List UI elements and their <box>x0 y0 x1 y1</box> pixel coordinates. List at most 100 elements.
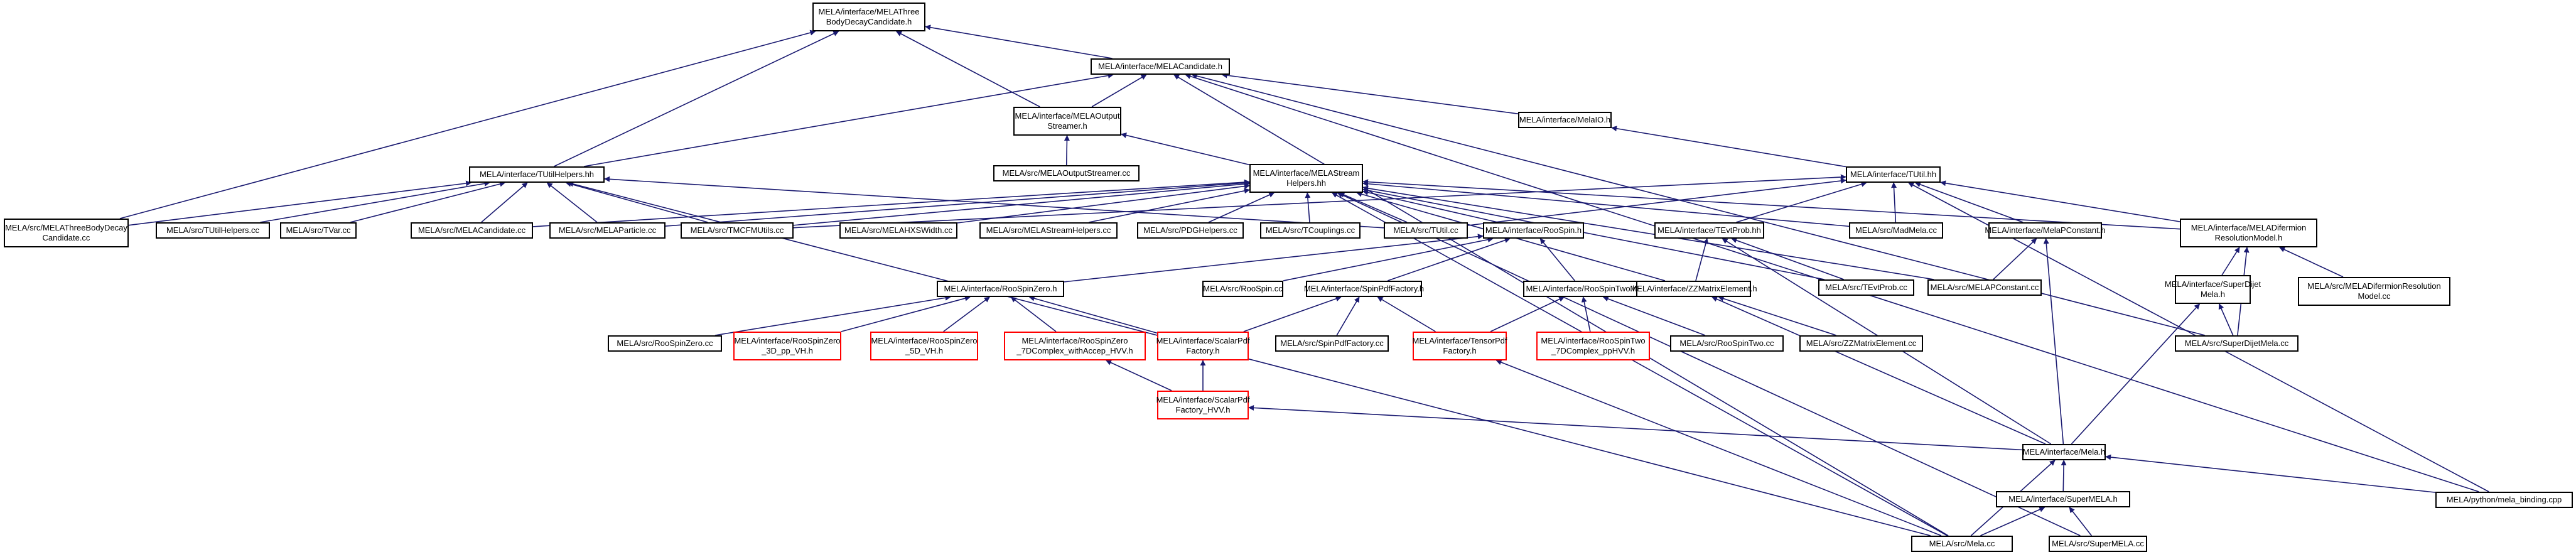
node-super-mela-h[interactable]: MELA/interface/SuperMELA.h <box>1996 491 2130 507</box>
node-roo-spin-cc[interactable]: MELA/src/RooSpin.cc <box>1202 281 1283 297</box>
edge-n14-n7 <box>793 181 1250 226</box>
node-line: Streamer.h <box>1047 121 1087 131</box>
node-tcouplings-cc[interactable]: MELA/src/TCouplings.cc <box>1260 222 1361 239</box>
node-roo-spin-zero-5d-vh-h[interactable]: MELA/interface/RooSpinZero_5D_VH.h <box>870 332 978 360</box>
edge-n44-n32 <box>2218 303 2234 336</box>
node-mela-io-h[interactable]: MELA/interface/MelaIO.h <box>1518 112 1612 128</box>
node-mela-pconstant-cc[interactable]: MELA/src/MELAPConstant.cc <box>1927 279 2042 296</box>
node-tvar-cc[interactable]: MELA/src/TVar.cc <box>280 222 357 239</box>
node-mela-stream-helpers-cc[interactable]: MELA/src/MELAStreamHelpers.cc <box>979 222 1118 239</box>
node-line: MELA/interface/ScalarPdf <box>1156 336 1250 345</box>
edge-n48-n46 <box>2061 460 2067 492</box>
node-line: MELA/src/MELAHXSWidth.cc <box>844 225 952 235</box>
edge-n2-n1 <box>925 24 1113 59</box>
node-line: MELA/src/MELAStreamHelpers.cc <box>986 225 1111 235</box>
node-line: MELA/src/SuperMELA.cc <box>2052 539 2144 548</box>
node-line: MELA/interface/ScalarPdf <box>1156 395 1250 404</box>
edge-n23-n8 <box>1915 181 2024 223</box>
node-tevt-prob-cc[interactable]: MELA/src/TEvtProb.cc <box>1818 279 1914 296</box>
node-line: MELA/interface/MelaIO.h <box>1519 115 1611 124</box>
edge-n27-n20 <box>1387 237 1511 281</box>
node-line: MELA/interface/MELACandidate.h <box>1098 62 1222 71</box>
node-line: MELA/interface/RooSpinTwo <box>1541 336 1646 345</box>
edge-n17-n7 <box>1208 192 1275 223</box>
node-mela-output-streamer-cc[interactable]: MELA/src/MELAOutputStreamer.cc <box>993 165 1140 181</box>
edge-n49-n7 <box>1331 192 1948 536</box>
edge-n11-n6 <box>350 181 506 223</box>
edge-n19-n6 <box>604 176 1384 229</box>
node-tutil-helpers-hh[interactable]: MELA/interface/TUtilHelpers.hh <box>469 166 605 183</box>
node-roo-spin-zero-7d-complex-hvv-h[interactable]: MELA/interface/RooSpinZero_7DComplex_wit… <box>1004 332 1146 360</box>
node-spin-pdf-factory-cc[interactable]: MELA/src/SpinPdfFactory.cc <box>1275 335 1389 352</box>
node-zz-matrix-element-cc[interactable]: MELA/src/ZZMatrixElement.cc <box>1799 335 1923 352</box>
node-roo-spin-two-7d-complex-pphvv-h[interactable]: MELA/interface/RooSpinTwo_7DComplex_ppHV… <box>1536 332 1650 360</box>
node-line: MELA/src/Mela.cc <box>1929 539 1995 548</box>
edge-n24-n7 <box>1362 179 2180 230</box>
node-tutil-cc[interactable]: MELA/src/TUtil.cc <box>1384 222 1468 239</box>
node-line: _5D_VH.h <box>905 346 943 355</box>
edge-n22-n7 <box>1362 181 1850 227</box>
node-line: MELA/src/RooSpin.cc <box>1203 284 1283 293</box>
node-super-mela-cc[interactable]: MELA/src/SuperMELA.cc <box>2049 536 2147 552</box>
edge-n7-n3 <box>1121 132 1250 166</box>
edge-n41-n28 <box>1581 296 1591 332</box>
node-mela-candidate-cc[interactable]: MELA/src/MELACandidate.cc <box>411 222 533 239</box>
node-line: MELA/interface/MelaPConstant.h <box>1985 225 2106 235</box>
edge-n21-n8 <box>1736 181 1867 223</box>
edge-n49-n6 <box>568 181 1931 536</box>
node-mela-cc[interactable]: MELA/src/Mela.cc <box>1911 536 2013 552</box>
node-line: MELA/interface/TUtil.hh <box>1850 170 1937 179</box>
edge-n38-n25 <box>1028 295 1158 334</box>
node-roo-spin-two-cc[interactable]: MELA/src/RooSpinTwo.cc <box>1670 335 1784 352</box>
node-roo-spin-zero-h[interactable]: MELA/interface/RooSpinZero.h <box>937 281 1064 297</box>
edge-n22-n8 <box>1891 182 1897 223</box>
node-mela-pconstant-h[interactable]: MELA/interface/MelaPConstant.h <box>1985 222 2106 239</box>
edge-n49-n2 <box>1173 74 1949 536</box>
node-super-dijet-mela-cc[interactable]: MELA/src/SuperDijetMela.cc <box>2175 335 2298 352</box>
edge-n46-n23 <box>2043 238 2064 445</box>
node-mela-hxs-width-cc[interactable]: MELA/src/MELAHXSWidth.cc <box>839 222 957 239</box>
edge-n38-n27 <box>1243 296 1342 332</box>
node-roo-spin-two-h[interactable]: MELA/interface/RooSpinTwo.h <box>1523 281 1640 297</box>
edge-n33-n24 <box>2279 247 2344 278</box>
node-line: MELA/src/MELAOutputStreamer.cc <box>1002 168 1131 178</box>
node-tutil-helpers-cc[interactable]: MELA/src/TUtilHelpers.cc <box>156 222 270 239</box>
node-line: MELA/interface/SuperDijet <box>2164 279 2261 289</box>
node-line: MELA/interface/MELAStream <box>1253 168 1360 178</box>
node-mela-h[interactable]: MELA/interface/Mela.h <box>2022 444 2106 460</box>
edge-n36-n25 <box>943 296 990 332</box>
node-tmcfm-utils-cc[interactable]: MELA/src/TMCFMUtils.cc <box>681 222 794 239</box>
node-mela-particle-cc[interactable]: MELA/src/MELAParticle.cc <box>549 222 666 239</box>
node-zz-matrix-element-h[interactable]: MELA/interface/ZZMatrixElement.h <box>1630 281 1757 297</box>
node-pdg-helpers-cc[interactable]: MELA/src/PDGHelpers.cc <box>1137 222 1244 239</box>
node-roo-spin-zero-3d-pp-vh-h[interactable]: MELA/interface/RooSpinZero_3D_pp_VH.h <box>733 332 841 360</box>
node-line: _7DComplex_ppHVV.h <box>1551 346 1636 355</box>
edge-n6-n2 <box>583 72 1114 167</box>
node-line: MELA/src/SuperDijetMela.cc <box>2184 338 2289 348</box>
node-line: _7DComplex_withAccep_HVV.h <box>1016 346 1133 355</box>
node-roo-spin-h[interactable]: MELA/interface/RooSpin.h <box>1483 222 1584 239</box>
edge-n6-n1 <box>554 31 839 167</box>
node-line: MELA/interface/MELAThree <box>818 7 920 16</box>
node-spin-pdf-factory-h[interactable]: MELA/interface/SpinPdfFactory.h <box>1304 281 1424 297</box>
node-line: MELA/src/PDGHelpers.cc <box>1143 225 1237 235</box>
node-tutil-hh[interactable]: MELA/interface/TUtil.hh <box>1846 166 1941 183</box>
node-roo-spin-zero-cc[interactable]: MELA/src/RooSpinZero.cc <box>608 335 722 352</box>
edge-n49-n48 <box>1980 507 2045 536</box>
edge-n13-n6 <box>546 182 598 223</box>
node-line: MELA/src/MELAPConstant.cc <box>1930 283 2039 292</box>
node-tevt-prob-hh[interactable]: MELA/interface/TEvtProb.hh <box>1654 222 1764 239</box>
node-mad-mela-cc[interactable]: MELA/src/MadMela.cc <box>1849 222 1943 239</box>
node-mela-candidate-h[interactable]: MELA/interface/MELACandidate.h <box>1091 58 1230 75</box>
node-mela-binding-cpp[interactable]: MELA/python/mela_binding.cpp <box>2435 492 2573 508</box>
